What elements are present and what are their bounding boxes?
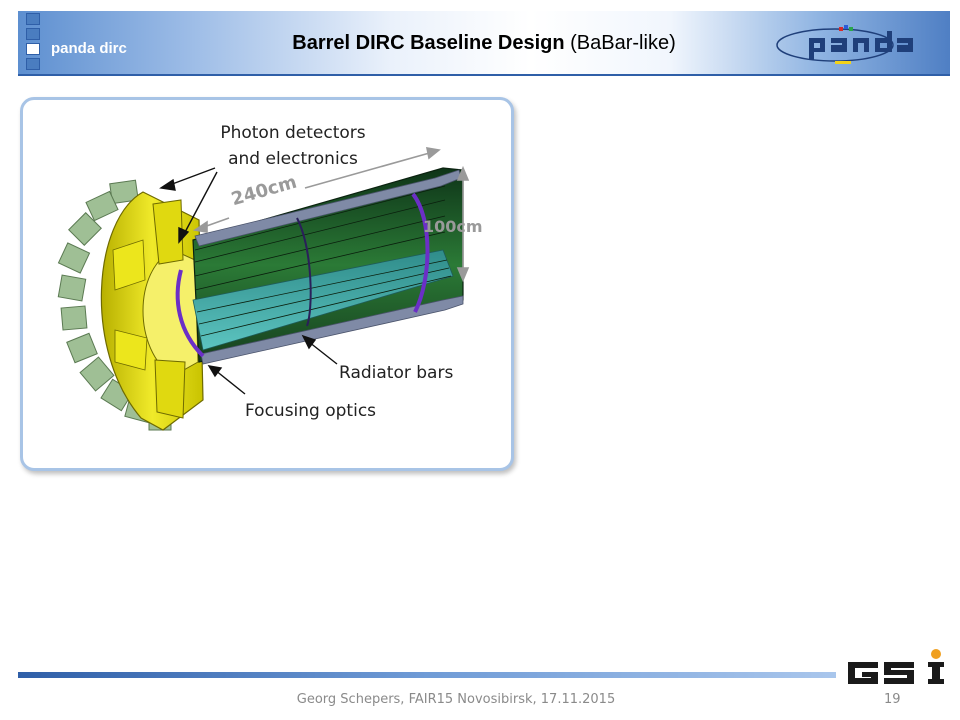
logo-letters bbox=[809, 31, 913, 60]
header-decoration bbox=[26, 13, 40, 73]
slide-title-main: Barrel DIRC Baseline Design bbox=[292, 32, 565, 54]
decor-square bbox=[26, 43, 40, 55]
decor-square bbox=[26, 13, 40, 25]
gsi-logo-dot bbox=[931, 649, 941, 659]
barrel-dirc-illustration bbox=[57, 147, 470, 431]
radiator-barrel bbox=[175, 167, 464, 365]
focusing-optics-volume bbox=[100, 191, 204, 431]
slide-title: Barrel DIRC Baseline Design (BaBar-like) bbox=[18, 32, 950, 55]
radiator-bars-label: Radiator bars bbox=[339, 363, 454, 383]
footer-author-event: Georg Schepers, FAIR15 Novosibirsk, 17.1… bbox=[296, 692, 616, 707]
photon-detectors-line1: Photon detectors bbox=[220, 123, 366, 143]
slide-header: panda dirc Barrel DIRC Baseline Design (… bbox=[18, 11, 950, 76]
slide-title-suffix: (BaBar-like) bbox=[564, 32, 676, 54]
decor-square bbox=[26, 58, 40, 70]
focusing-optics-label: Focusing optics bbox=[245, 401, 377, 421]
panda-logo bbox=[776, 25, 913, 64]
footer-bar bbox=[18, 672, 836, 678]
dimension-arrows bbox=[192, 147, 470, 283]
photon-detectors-line2: and electronics bbox=[228, 149, 358, 169]
leader-arrows bbox=[159, 167, 338, 395]
brand-label: panda dirc bbox=[51, 40, 127, 57]
photon-detectors-label: Photon detectors and electronics bbox=[195, 120, 391, 172]
decor-square bbox=[26, 28, 40, 40]
gsi-logo-letters bbox=[848, 662, 944, 684]
diameter-dimension-label: 100cm bbox=[423, 217, 483, 236]
page-number: 19 bbox=[884, 692, 901, 707]
bar-lines bbox=[194, 185, 452, 337]
gsi-logo bbox=[848, 649, 944, 684]
figure-panel: Photon detectors and electronics 240cm 1… bbox=[20, 97, 514, 471]
